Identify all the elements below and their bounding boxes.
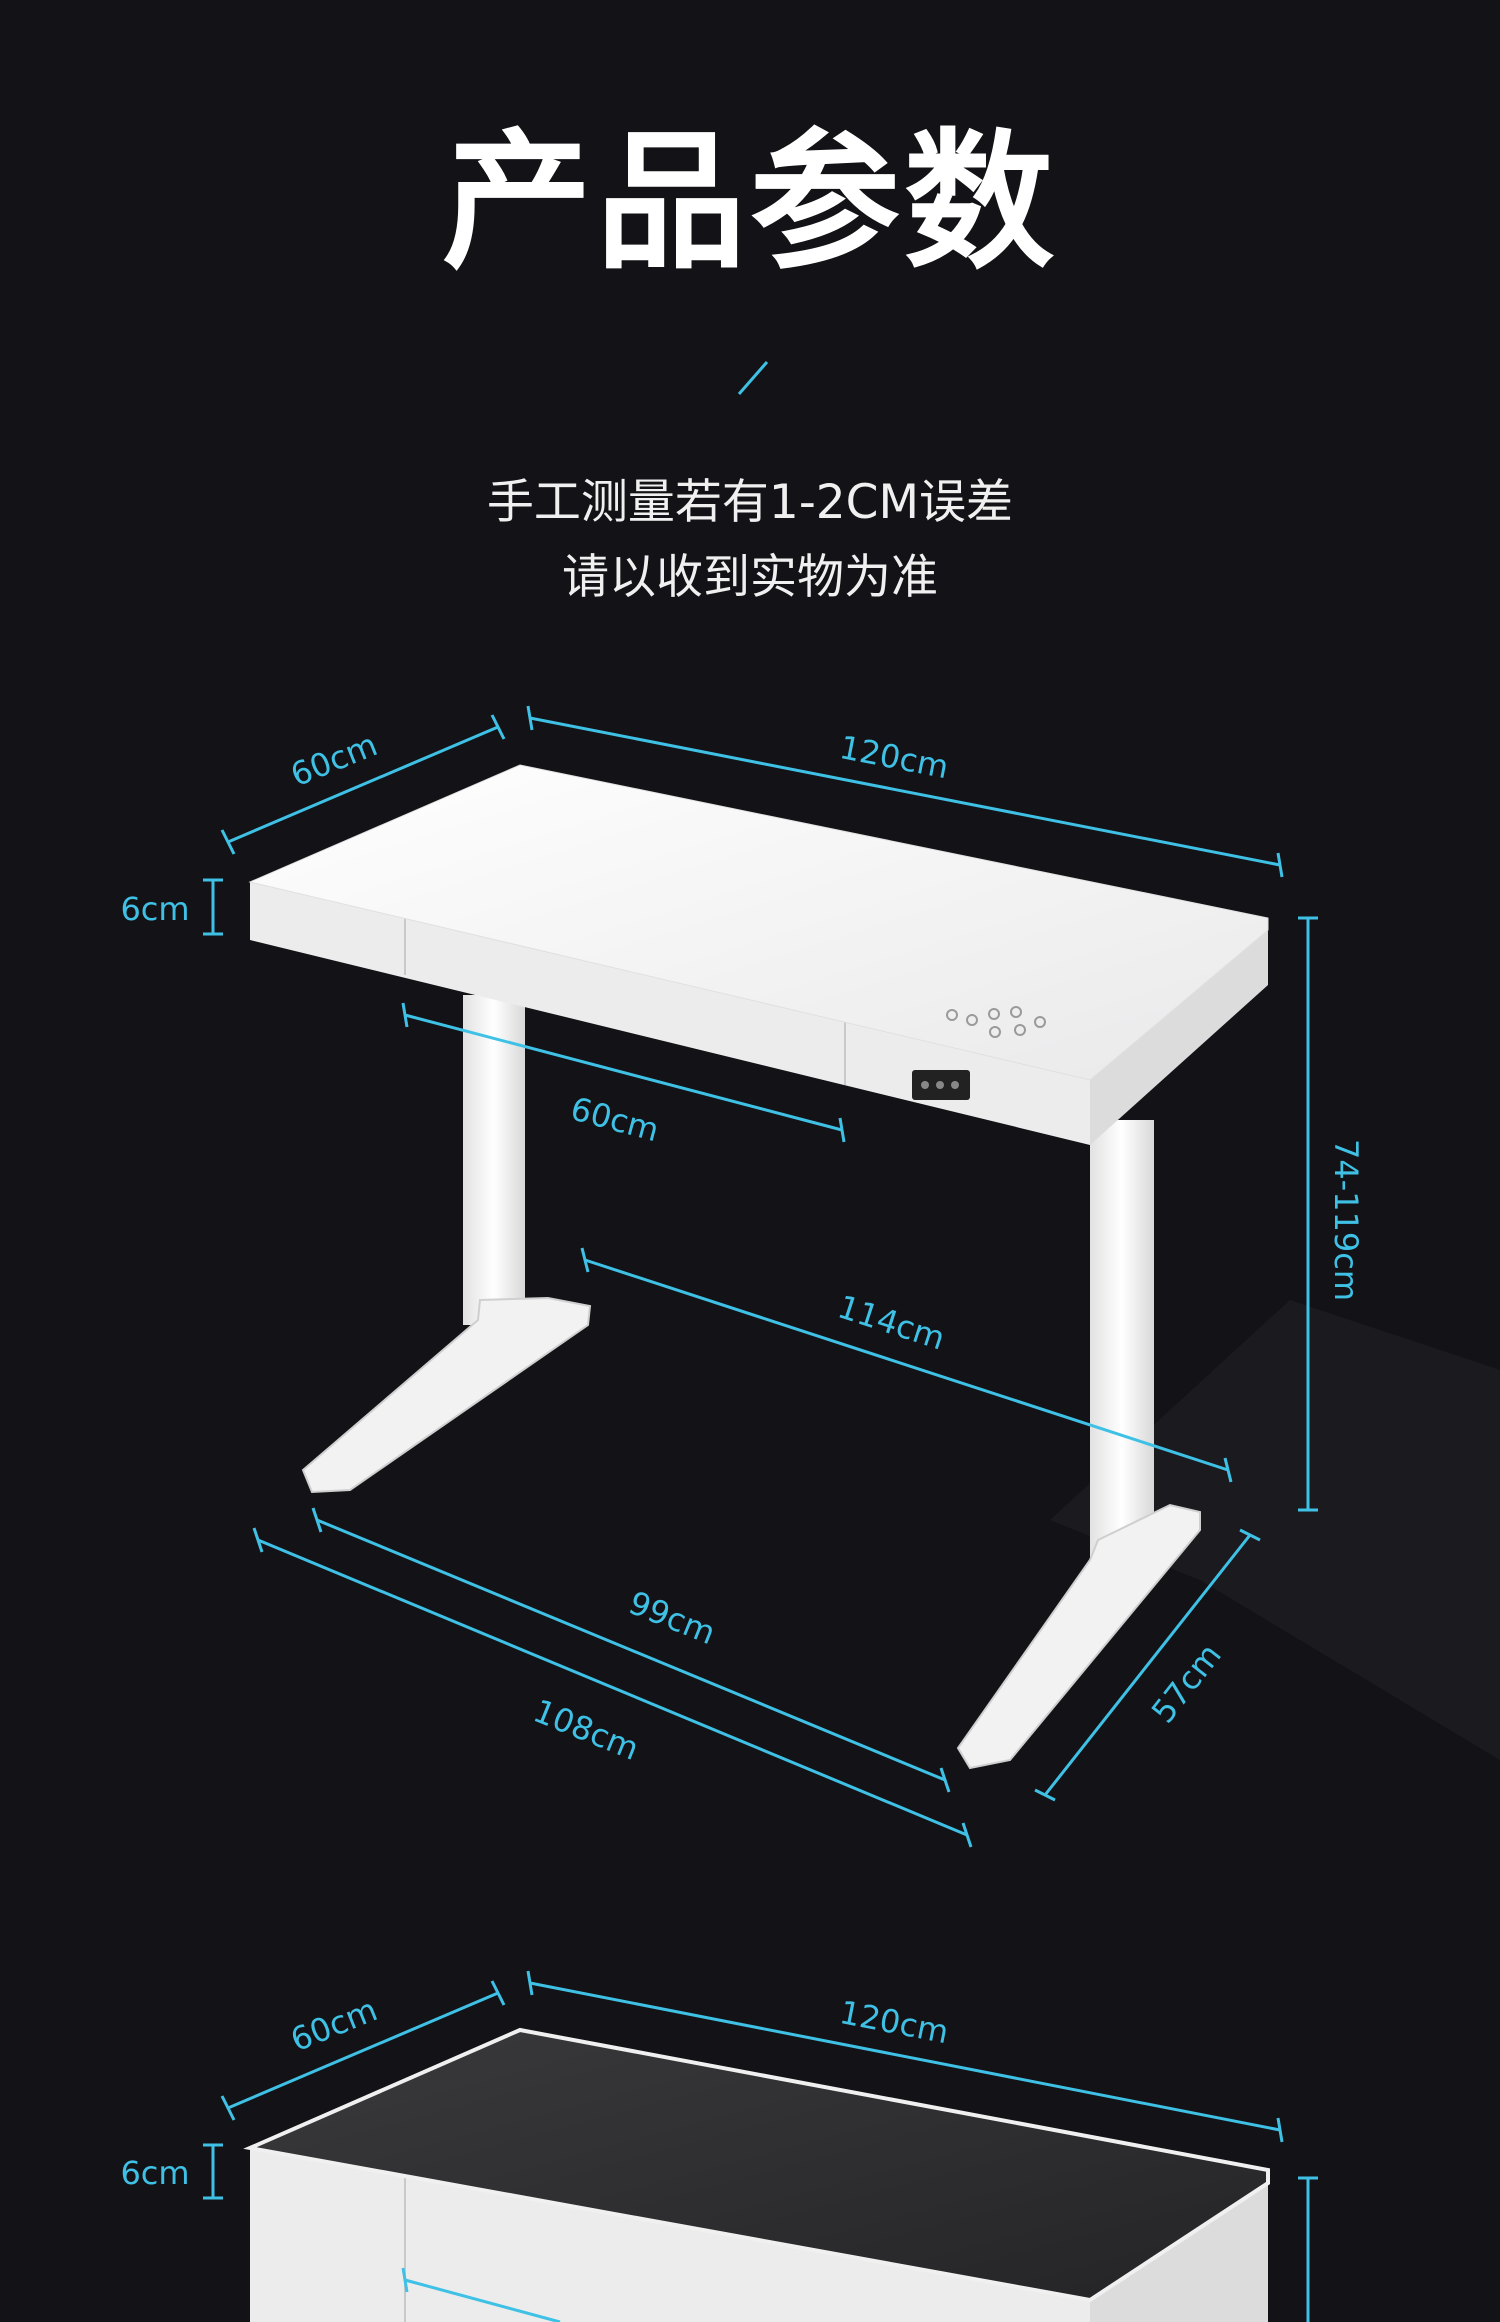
back-left-foot (301, 1296, 592, 1494)
tabletop-right-face (1090, 930, 1268, 1145)
black-desk-front-face (250, 2148, 1090, 2322)
slash-divider-icon (737, 361, 769, 395)
back-left-leg (463, 995, 525, 1325)
black-desk-tabletop (243, 2027, 1270, 2303)
touch-buttons-icon (946, 1006, 1046, 1038)
dim-label-outer-foot: 108cm (528, 1692, 644, 1768)
dim-label-thickness: 6cm (120, 890, 189, 928)
tabletop-front-face (250, 882, 1090, 1145)
measurement-note: 手工测量若有1-2CM误差 请以收到实物为准 (0, 465, 1500, 615)
dim-label-foot-depth: 57cm (1144, 1636, 1229, 1730)
black-top-desk: 60cm 120cm 6cm (120, 1970, 1318, 2322)
note-line-2: 请以收到实物为准 (562, 550, 938, 605)
white-desk: 60cm 120cm 6cm 60cm 114cm 74-119cm 99cm … (120, 705, 1500, 1848)
front-right-foot (956, 1503, 1201, 1770)
black-desk-dimension-lines (203, 1970, 1318, 2322)
dim-label-width-top: 120cm (837, 728, 952, 786)
note-line-1: 手工测量若有1-2CM误差 (486, 475, 1014, 530)
dim-label-height: 74-119cm (1327, 1139, 1365, 1301)
dim-label-drawer: 60cm (567, 1089, 663, 1149)
page-title: 产品参数 (441, 116, 1058, 290)
black-dim-label-width-top: 120cm (837, 1993, 952, 2051)
black-desk-right-face (1090, 2183, 1268, 2322)
desk-floor-shadow (1050, 1300, 1500, 1760)
black-dim-label-thickness: 6cm (120, 2154, 189, 2192)
dim-label-inner-foot: 99cm (624, 1583, 721, 1652)
white-desk-dimension-lines (203, 705, 1318, 1848)
tabletop-surface (248, 764, 1269, 1081)
front-right-leg (1090, 1120, 1154, 1560)
